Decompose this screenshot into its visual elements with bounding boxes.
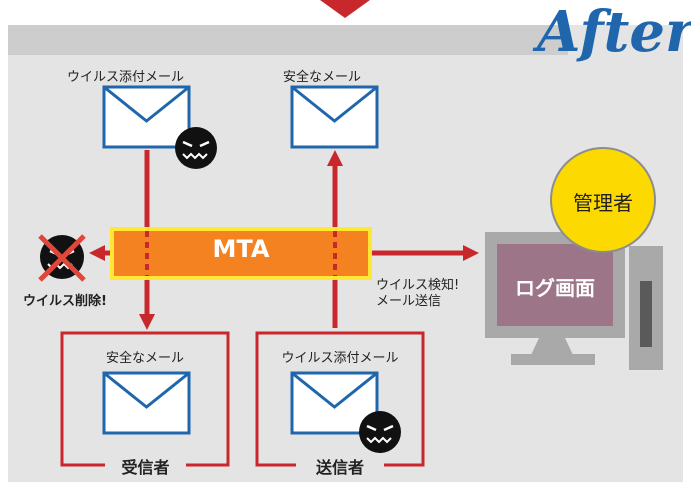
receiver-box xyxy=(60,331,230,467)
mta-bar xyxy=(110,227,372,280)
header-band xyxy=(8,25,568,55)
detect-note-line1: ウイルス検知! xyxy=(376,278,460,293)
sender-mail-label: ウイルス添付メール xyxy=(281,351,399,366)
after-label: After xyxy=(537,0,691,65)
top-left-mail-label: ウイルス添付メール xyxy=(67,70,185,85)
virus-icon xyxy=(359,411,401,453)
envelope-icon xyxy=(290,85,379,149)
receiver-caption: 受信者 xyxy=(121,458,170,477)
virus-icon xyxy=(175,127,217,169)
sender-caption: 送信者 xyxy=(315,458,364,477)
envelope-icon xyxy=(102,371,191,435)
envelope-icon xyxy=(290,371,379,435)
admin-circle xyxy=(550,147,656,253)
admin-label: 管理者 xyxy=(573,191,633,215)
virus-removed-label: ウイルス削除! xyxy=(23,294,107,309)
screen-label: ログ画面 xyxy=(515,276,595,300)
detect-note-line2: メール送信 xyxy=(376,294,442,309)
receiver-mail-label: 安全なメール xyxy=(105,351,184,366)
top-right-mail-label: 安全なメール xyxy=(283,70,362,85)
envelope-icon xyxy=(102,85,191,149)
mta-label: MTA xyxy=(212,235,270,263)
sender-box xyxy=(255,331,425,467)
removed-virus-icon xyxy=(38,234,86,282)
top-arrow-icon xyxy=(320,0,370,18)
